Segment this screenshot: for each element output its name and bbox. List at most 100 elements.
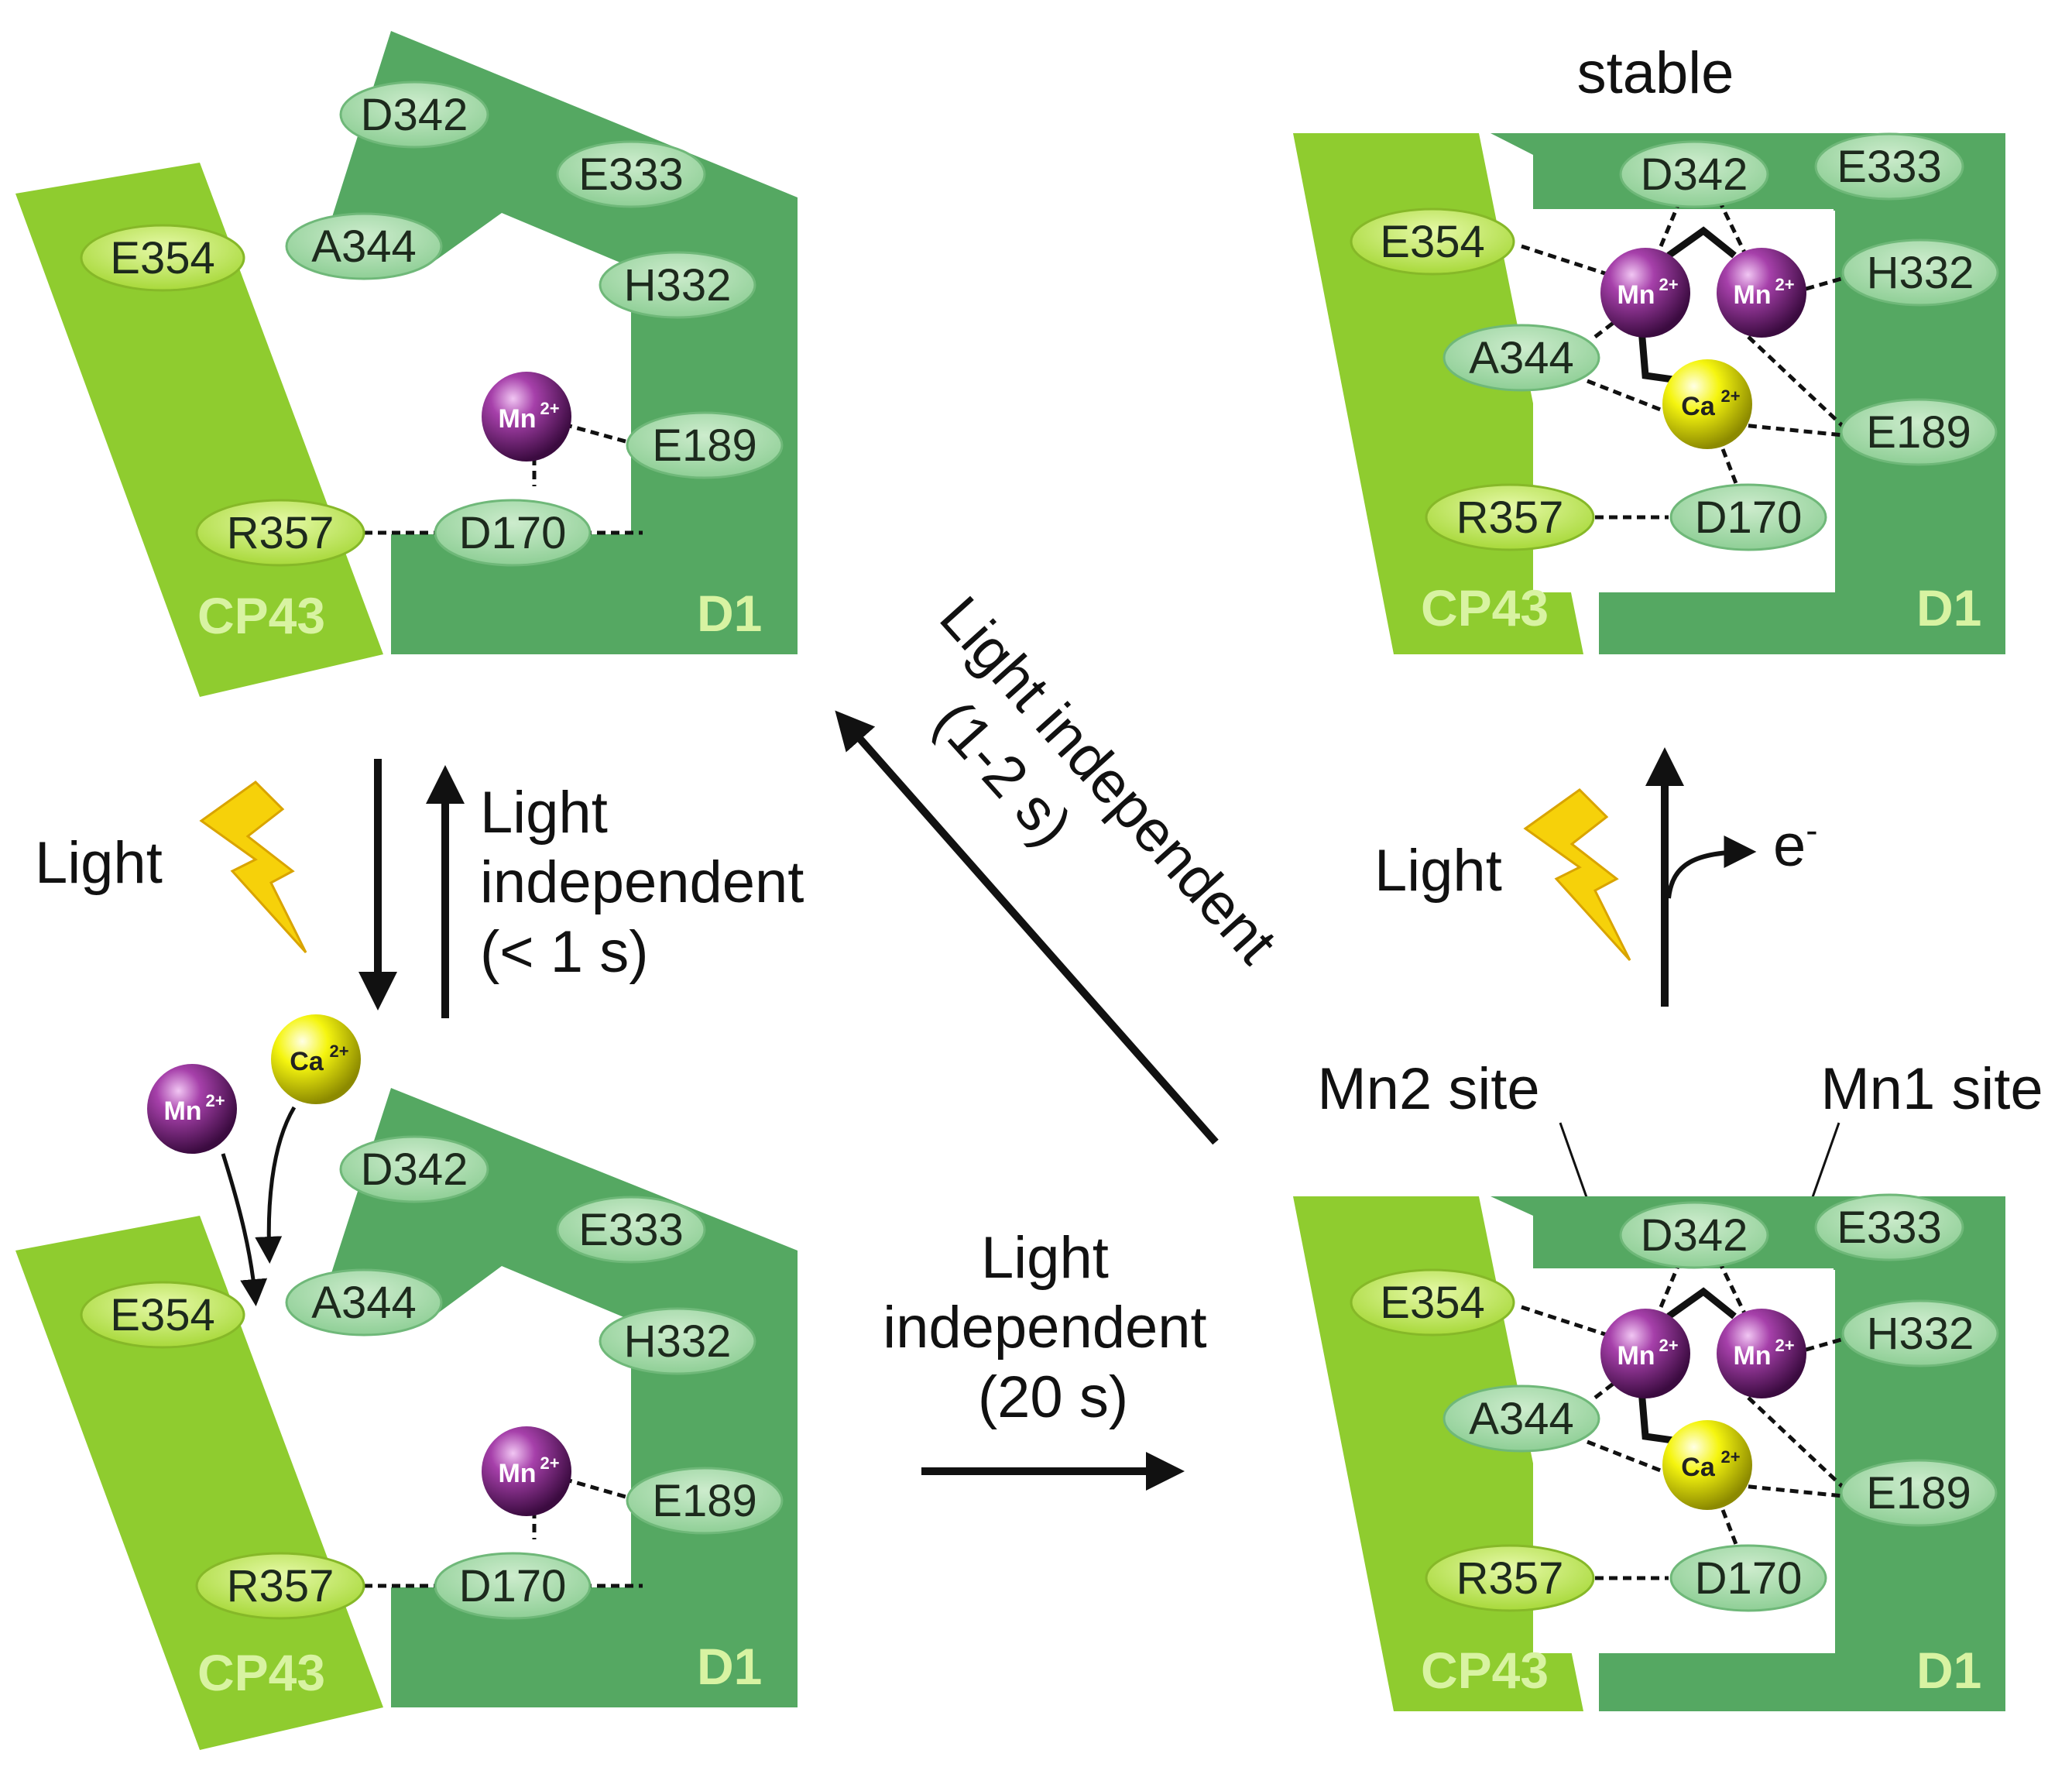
residue-R357: R357 xyxy=(1425,483,1595,551)
panel-bottom-left: CP43 D1 D342 E333 A344 E354 H332 E189 xyxy=(15,1014,798,1750)
ca-ion-free: Ca 2+ xyxy=(271,1014,361,1104)
svg-text:R357: R357 xyxy=(1456,1553,1564,1604)
svg-text:E354: E354 xyxy=(110,1290,214,1340)
svg-text:Mn: Mn xyxy=(1617,1341,1655,1371)
residue-H332: H332 xyxy=(1841,238,1999,307)
stable-label: stable xyxy=(1577,40,1734,106)
svg-text:H332: H332 xyxy=(624,260,732,311)
ca-ion: Ca 2+ xyxy=(1662,359,1752,449)
svg-text:Ca: Ca xyxy=(1681,1453,1716,1482)
residue-D170: D170 xyxy=(434,499,592,567)
mn1-ion: Mn 2+ xyxy=(1717,1309,1806,1398)
svg-text:E354: E354 xyxy=(1380,1278,1484,1328)
svg-text:2+: 2+ xyxy=(1720,1447,1740,1467)
residue-H332: H332 xyxy=(599,1307,756,1375)
residue-A344: A344 xyxy=(285,1268,443,1337)
residue-H332: H332 xyxy=(1841,1299,1999,1367)
residue-E333: E333 xyxy=(1814,132,1964,201)
residue-D342: D342 xyxy=(1619,140,1769,208)
residue-E354: E354 xyxy=(1350,1268,1515,1337)
svg-text:E354: E354 xyxy=(1380,217,1484,267)
ca-ion: Ca 2+ xyxy=(1662,1420,1752,1510)
mn2-ion: Mn 2+ xyxy=(1600,1309,1690,1398)
residue-D342: D342 xyxy=(1619,1201,1769,1269)
svg-text:Ca: Ca xyxy=(290,1047,324,1076)
svg-text:D170: D170 xyxy=(459,1561,567,1611)
cp43-label: CP43 xyxy=(1421,1642,1549,1699)
d1-label: D1 xyxy=(1916,579,1981,637)
svg-text:2+: 2+ xyxy=(205,1091,225,1110)
cp43-label: CP43 xyxy=(1421,579,1549,637)
svg-text:D170: D170 xyxy=(1695,1553,1803,1604)
svg-text:2+: 2+ xyxy=(1659,1336,1678,1355)
lightning-icon xyxy=(1523,788,1631,962)
residue-E189: E189 xyxy=(626,1467,784,1535)
svg-text:R357: R357 xyxy=(1456,492,1564,543)
svg-text:E333: E333 xyxy=(1837,1203,1941,1253)
svg-text:E189: E189 xyxy=(652,420,756,471)
residue-D170: D170 xyxy=(1669,483,1827,551)
residue-R357: R357 xyxy=(195,499,365,567)
mn-ion-bound: Mn 2+ xyxy=(482,1426,571,1516)
panel-top-right: stable CP43 D1 D342 E333 E354 xyxy=(1293,40,2005,654)
svg-text:E333: E333 xyxy=(578,1205,683,1255)
residue-A344: A344 xyxy=(1443,324,1600,392)
light-independent-label-left: Light independent (< 1 s) xyxy=(480,780,821,985)
residue-R357: R357 xyxy=(1425,1544,1595,1612)
svg-text:Mn: Mn xyxy=(1733,280,1771,310)
svg-text:Mn: Mn xyxy=(498,1459,536,1488)
svg-text:R357: R357 xyxy=(227,1561,334,1611)
mn2-site-label: Mn2 site xyxy=(1317,1056,1539,1122)
residue-D342: D342 xyxy=(339,1135,489,1203)
svg-text:A344: A344 xyxy=(311,221,416,272)
residue-E354: E354 xyxy=(80,1281,245,1349)
svg-text:D342: D342 xyxy=(1641,149,1748,200)
transition-diagonal: Light independent (1-2 s) xyxy=(835,584,1289,1145)
svg-text:H332: H332 xyxy=(624,1316,732,1367)
svg-text:R357: R357 xyxy=(227,508,334,558)
svg-text:A344: A344 xyxy=(311,1278,416,1328)
mn-ion-free: Mn 2+ xyxy=(147,1064,237,1154)
residue-D170: D170 xyxy=(1669,1544,1827,1612)
svg-text:Mn: Mn xyxy=(1617,280,1655,310)
svg-text:A344: A344 xyxy=(1469,1394,1573,1444)
residue-E189: E189 xyxy=(1840,1459,1998,1527)
residue-R357: R357 xyxy=(195,1552,365,1620)
light-label-right: Light xyxy=(1374,838,1502,904)
svg-text:E189: E189 xyxy=(652,1476,756,1526)
svg-text:E333: E333 xyxy=(578,149,683,200)
svg-text:Mn: Mn xyxy=(1733,1341,1771,1371)
svg-text:E189: E189 xyxy=(1866,407,1971,458)
svg-text:D342: D342 xyxy=(361,1144,468,1195)
residue-E333: E333 xyxy=(1814,1193,1964,1261)
residue-E189: E189 xyxy=(626,411,784,479)
lightning-icon xyxy=(199,781,307,954)
svg-text:2+: 2+ xyxy=(329,1041,348,1061)
light-label-left: Light xyxy=(35,830,163,896)
residue-D342: D342 xyxy=(339,81,489,149)
svg-text:D170: D170 xyxy=(459,508,567,558)
svg-text:H332: H332 xyxy=(1867,1309,1974,1359)
residue-E354: E354 xyxy=(1350,208,1515,276)
svg-text:2+: 2+ xyxy=(540,1453,559,1473)
d1-label: D1 xyxy=(697,585,762,642)
transition-left: Light Light independent (< 1 s) xyxy=(35,759,821,1018)
svg-text:Mn: Mn xyxy=(498,404,536,434)
svg-text:Ca: Ca xyxy=(1681,392,1716,421)
mn2-ion: Mn 2+ xyxy=(1600,248,1690,338)
cp43-label: CP43 xyxy=(197,587,325,644)
residue-E333: E333 xyxy=(556,140,706,208)
transition-bottom: Light independent (20 s) xyxy=(883,1225,1207,1491)
svg-text:2+: 2+ xyxy=(540,399,559,418)
d1-label: D1 xyxy=(1916,1642,1981,1699)
svg-text:E354: E354 xyxy=(110,233,214,283)
svg-text:H332: H332 xyxy=(1867,248,1974,298)
residue-E189: E189 xyxy=(1840,398,1998,466)
mn1-site-label: Mn1 site xyxy=(1820,1056,2043,1122)
svg-text:Mn: Mn xyxy=(163,1096,201,1126)
residue-D170: D170 xyxy=(434,1552,592,1620)
mn-ion: Mn 2+ xyxy=(482,372,571,462)
residue-A344: A344 xyxy=(285,212,443,280)
transition-right: Light e- xyxy=(1374,747,1818,1007)
residue-E354: E354 xyxy=(80,224,245,292)
